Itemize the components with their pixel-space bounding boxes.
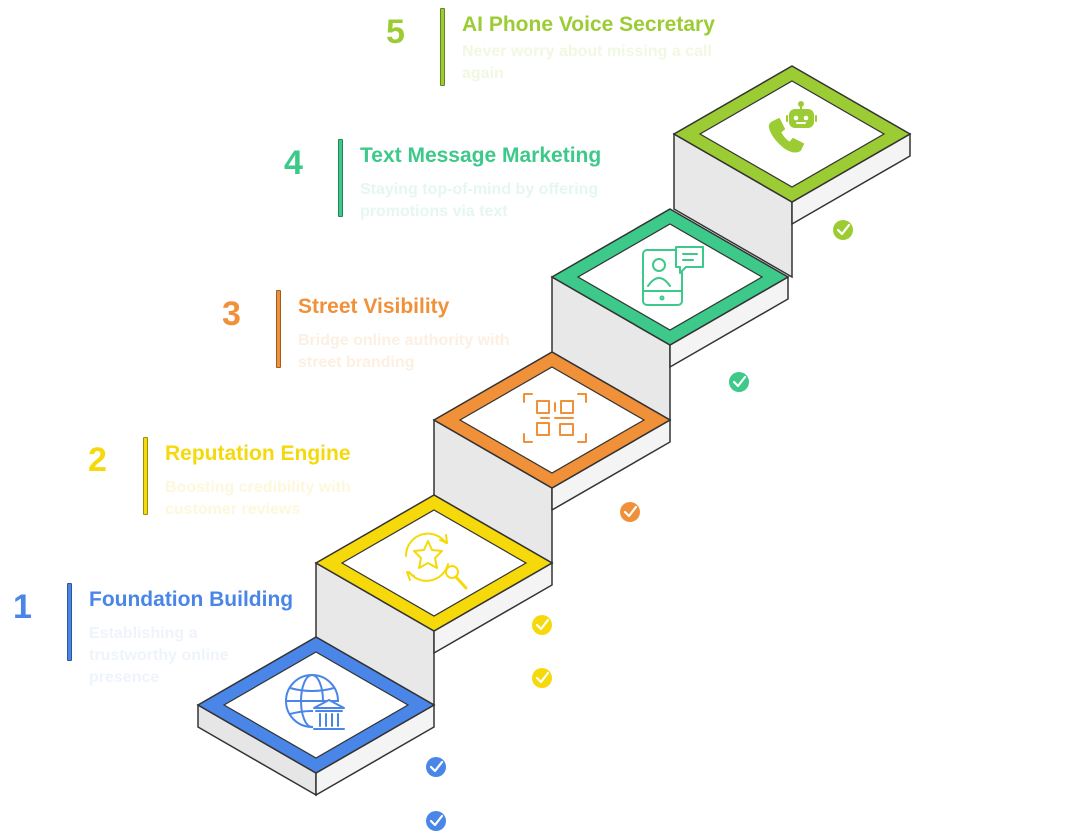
step-2-description: Boosting credibility with customer revie… <box>165 479 351 518</box>
robot-phone-icon <box>768 101 817 153</box>
step-3-bar <box>276 290 281 368</box>
step-1-description: Establishing a trustworthy online presen… <box>89 625 229 686</box>
step-5-title: AI Phone Voice Secretary <box>462 13 715 36</box>
step-3-top <box>432 351 672 489</box>
step-2-top <box>314 494 554 632</box>
checkmark-icon <box>620 502 640 522</box>
step-4-bar <box>338 139 343 217</box>
step-3-description: Bridge online authority with street bran… <box>298 332 510 371</box>
checkmark-icon <box>426 811 446 831</box>
checkmark-icon <box>532 668 552 688</box>
step-3-number: 3 <box>222 295 241 333</box>
step-4-number: 4 <box>284 144 303 182</box>
checkmark-icon <box>729 372 749 392</box>
step-5-top <box>672 65 912 203</box>
globe-bank-icon <box>285 674 345 732</box>
step-2-bar <box>143 437 148 515</box>
step-4-title: Text Message Marketing <box>360 144 602 167</box>
step-2-number: 2 <box>88 441 107 479</box>
step-5-number: 5 <box>386 13 405 51</box>
step-5-bar <box>440 8 445 86</box>
checkmark-icon <box>426 757 446 777</box>
step-5-description: Never worry about missing a call again <box>462 43 712 82</box>
qr-code-icon <box>523 393 587 443</box>
step-4-description: Staying top-of-mind by offering promotio… <box>360 181 599 220</box>
checkmark-icon <box>532 615 552 635</box>
step-1-bar <box>67 583 72 661</box>
step-4-top <box>550 208 790 346</box>
step-3-title: Street Visibility <box>298 295 450 318</box>
checkmark-icon <box>833 220 853 240</box>
stair-step-4-body <box>669 132 793 369</box>
step-1-number: 1 <box>13 588 32 626</box>
star-search-icon <box>404 532 468 590</box>
step-2-title: Reputation Engine <box>165 442 351 465</box>
phone-chat-icon <box>642 246 704 306</box>
step-1-title: Foundation Building <box>89 588 294 611</box>
